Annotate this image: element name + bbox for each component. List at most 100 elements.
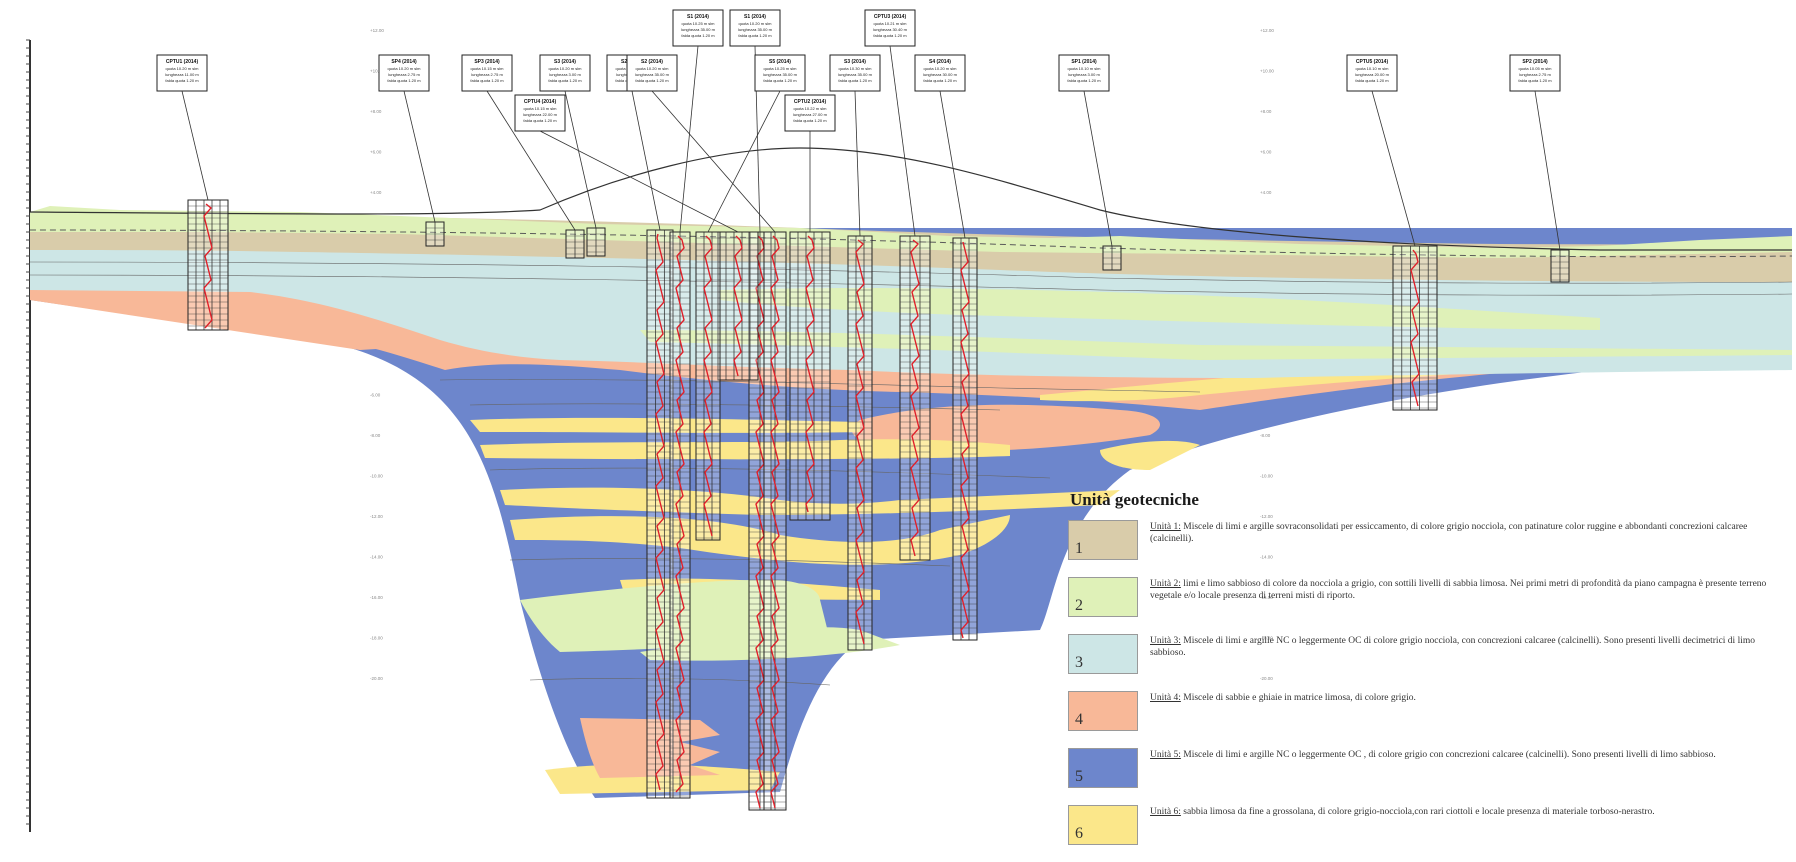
borehole-column [646,229,674,799]
borehole-info: quota 10.25 m slm [682,21,716,26]
legend-unit-label: Unità 1: [1150,522,1181,532]
borehole-name: CPTU5 (2014) [1356,59,1389,65]
legend-description: Unità 6: sabbia limosa da fine a grossol… [1150,806,1790,818]
legend-swatch-number: 3 [1075,654,1083,671]
elevation-label: -10.00 [370,474,383,479]
legend-swatch: 5 [1068,748,1138,788]
borehole-info: quota 10.10 m slm [1356,66,1390,71]
unit-6-band-2 [480,439,1010,460]
borehole-info: falda quota 1.20 m [1518,78,1552,83]
elevation-label: +12.00 [1260,28,1274,33]
legend-unit-label: Unità 6: [1150,807,1181,817]
borehole-column [425,221,445,247]
borehole-info: quota 10.15 m slm [524,106,558,111]
legend-unit-text: Miscele di sabbie e ghiaie in matrice li… [1180,693,1416,703]
legend-description: Unità 2: limi e limo sabbioso di colore … [1150,578,1790,602]
elevation-label: -18.00 [1260,636,1273,641]
legend-swatch-number: 5 [1075,768,1083,785]
borehole-info: lunghezza 22.00 m [523,112,557,117]
borehole-name: CPTU4 (2014) [524,99,557,105]
borehole-column [586,227,606,257]
elevation-label: +6.00 [1260,150,1272,155]
legend-unit-text: limi e limo sabbioso di colore da noccio… [1150,579,1767,601]
legend-swatch-number: 6 [1075,825,1083,842]
elevation-label: +12.00 [370,28,384,33]
borehole-name: CPTU1 (2014) [166,59,199,65]
borehole-info: lunghezza 11.00 m [165,72,199,77]
legend-swatch: 2 [1068,577,1138,617]
elevation-label: -16.00 [370,595,383,600]
legend-swatch-number: 4 [1075,711,1083,728]
borehole-info: falda quota 1.20 m [1355,78,1389,83]
legend-swatch: 4 [1068,691,1138,731]
legend-unit-label: Unità 5: [1150,750,1181,760]
borehole-info: falda quota 1.20 m [165,78,199,83]
borehole-info: falda quota 1.20 m [387,78,421,83]
borehole-column [1392,245,1438,411]
borehole-name: S5 (2014) [769,59,791,65]
borehole-info: falda quota 1.20 m [523,118,557,123]
unit-2-lens-3 [720,288,1600,330]
borehole-info: lunghezza 3.00 m [549,72,581,77]
borehole-info: lunghezza 2.75 m [388,72,420,77]
elevation-label: -8.00 [370,433,381,438]
elevation-label: -14.00 [370,555,383,560]
elevation-label: -14.00 [1260,555,1273,560]
elevation-label: -16.00 [1260,595,1273,600]
borehole-info: quota 10.20 m slm [636,66,670,71]
borehole-info: quota 10.21 m slm [874,21,908,26]
elevation-label: -10.00 [1260,474,1273,479]
water-table-line [29,229,1793,258]
unit-6-right-lens [1100,440,1200,470]
elevation-label: +8.00 [1260,109,1272,114]
unit-2-topsoil [30,206,1792,258]
borehole-column [952,237,978,641]
borehole-info: quota 10.20 m slm [549,66,583,71]
legend-title: Unità geotecniche [1070,490,1199,509]
legend-swatch-number: 2 [1075,597,1083,614]
unit-2-lens-2 [640,627,900,661]
borehole-info: quota 10.20 m slm [166,66,200,71]
borehole-info: falda quota 1.20 m [923,78,957,83]
elevation-label: -20.00 [1260,676,1273,681]
unit-2-lens-4 [640,330,1792,360]
legend-unit-text: sabbia limosa da fine a grossolana, di c… [1180,807,1655,817]
borehole-name: S2 (2014) [641,59,663,65]
geotechnical-units-legend: Unità geotecniche 1 Unità 1: Miscele di l… [1068,490,1794,862]
legend-swatch: 1 [1068,520,1138,560]
borehole-name: SP1 (2014) [1071,59,1097,65]
borehole-name: SP2 (2014) [1522,59,1548,65]
borehole-info: lunghezza 35.00 m [635,72,669,77]
elevation-label: +8.00 [370,109,382,114]
borehole-column [717,231,759,381]
borehole-column [847,235,873,651]
elevation-scale [26,39,31,832]
borehole-info: quota 10.25 m slm [764,66,798,71]
elevation-label: -12.00 [370,514,383,519]
borehole-info: lunghezza 35.00 m [738,27,772,32]
borehole-info: quota 10.22 m slm [794,106,828,111]
legend-item-unit-2: 2 Unità 2: limi e limo sabbioso di colore… [1068,577,1794,617]
legend-unit-label: Unità 2: [1150,579,1181,589]
legend-swatch: 6 [1068,805,1138,845]
elevation-label: +10.00 [370,69,384,74]
elevation-label: -6.00 [370,393,381,398]
borehole-info: quota 10.05 m slm [1519,66,1553,71]
borehole-name: S4 (2014) [929,59,951,65]
elevation-label: -18.00 [370,636,383,641]
borehole-column [669,231,691,799]
legend-description: Unità 1: Miscele di limi e argille sovra… [1150,521,1790,545]
borehole-name: S3 (2014) [554,59,576,65]
borehole-name: CPTU2 (2014) [794,99,827,105]
